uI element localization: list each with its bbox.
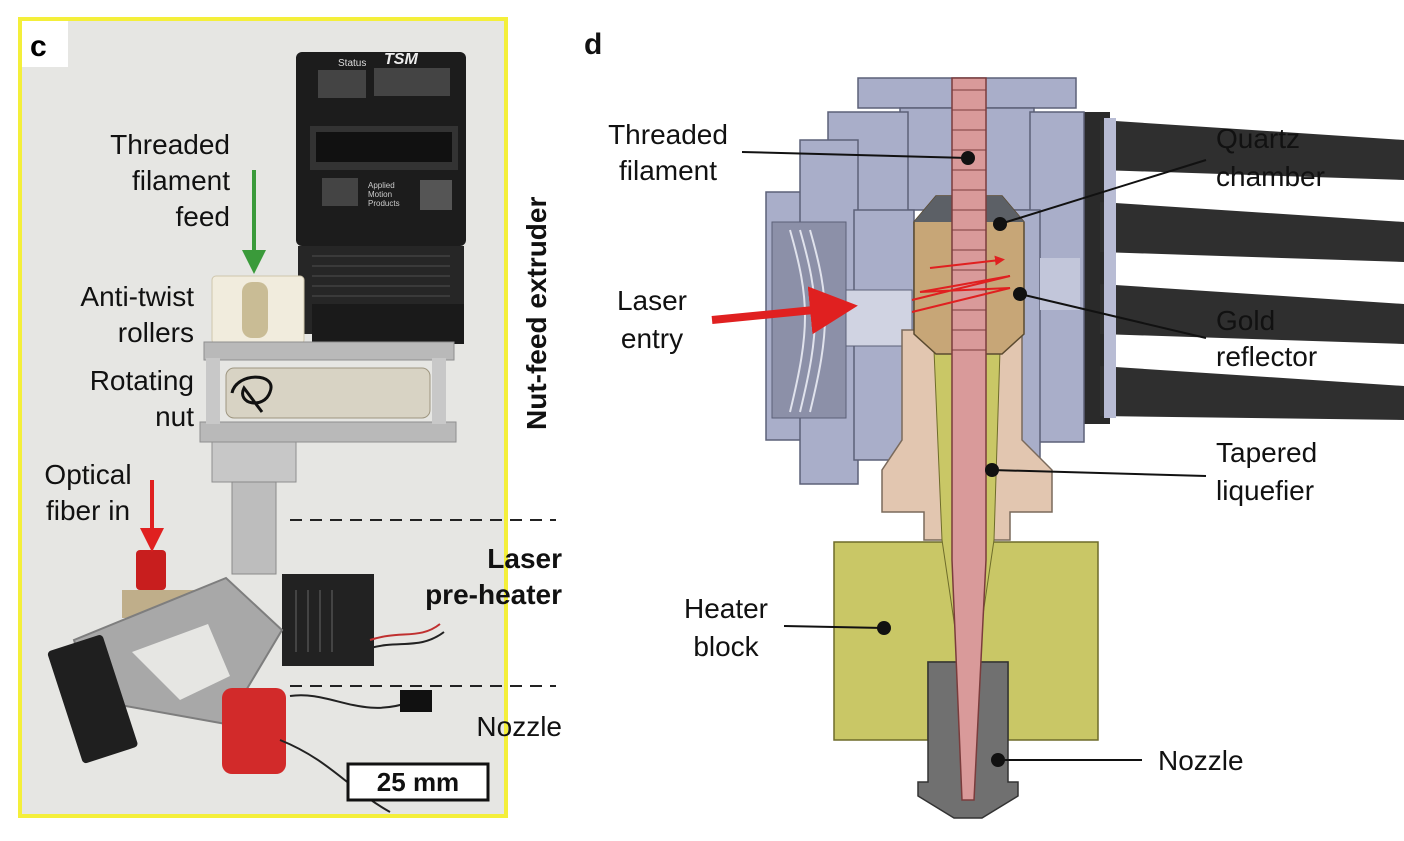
panel-letter-bg	[22, 21, 68, 67]
mirror-mount	[47, 635, 138, 764]
maker-line-1: Applied	[368, 181, 395, 190]
label-fiber-2: fiber in	[46, 495, 130, 526]
wire-black	[369, 631, 445, 649]
label-fiber-1: Optical	[44, 459, 131, 490]
fiber-connector	[136, 550, 166, 590]
maker-line-3: Products	[368, 199, 400, 208]
label-nut-2: nut	[155, 401, 194, 432]
label-feed-3: feed	[176, 201, 231, 232]
fan-fins	[295, 590, 333, 652]
label-heater-2: block	[693, 631, 759, 662]
label-liquefier-2: liquefier	[1216, 475, 1314, 506]
heat-sink	[1080, 112, 1404, 424]
laser-entry-arrow-icon	[711, 286, 858, 335]
heater-sleeve	[222, 688, 286, 774]
plug-connector	[400, 690, 432, 712]
cable-1	[289, 694, 411, 709]
feed-tube	[231, 481, 277, 575]
label-quartz-1: Quartz	[1216, 123, 1300, 154]
label-nozzle-d: Nozzle	[1158, 745, 1244, 776]
label-nut-1: Rotating	[90, 365, 194, 396]
label-filament-1: Threaded	[608, 119, 728, 150]
label-laser-1: Laser	[617, 285, 687, 316]
label-feed-2: filament	[132, 165, 230, 196]
label-gold-1: Gold	[1216, 305, 1275, 336]
panel-letter-c: c	[30, 30, 47, 63]
frame-top-plate	[203, 341, 455, 361]
right-window	[1040, 258, 1080, 310]
label-feed-1: Threaded	[110, 129, 230, 160]
panel-c: c Status TSM Applied Motion Products	[18, 17, 562, 818]
label-filament-2: filament	[619, 155, 717, 186]
label-quartz-2: chamber	[1216, 161, 1325, 192]
panel-letter-d: d	[584, 28, 602, 61]
roller	[242, 282, 268, 338]
motor-driver: Status TSM Applied Motion Products	[296, 51, 466, 246]
motor-flange	[312, 304, 464, 344]
label-laser-2: entry	[621, 323, 683, 354]
panel-d: d	[584, 28, 1404, 819]
label-preheater-1: Laser	[487, 543, 562, 574]
frame-post-left	[206, 358, 220, 424]
scale-bar	[346, 762, 490, 802]
coupler-block	[211, 441, 297, 483]
maker-line-2: Motion	[368, 190, 392, 199]
laser-reflection-path	[911, 275, 1011, 313]
status-label: Status	[338, 58, 366, 69]
tsm-logo-text: TSM	[384, 51, 418, 68]
label-preheater-2: pre-heater	[425, 579, 562, 610]
scale-bar-label: 25 mm	[377, 767, 459, 797]
label-heater-1: Heater	[684, 593, 768, 624]
leader-dots	[877, 151, 1027, 767]
rotating-nut-pulley	[225, 367, 431, 419]
leader-lines	[741, 151, 1207, 761]
laser-ray-arrow-icon	[929, 255, 1005, 269]
label-liquefier-1: Tapered	[1216, 437, 1317, 468]
frame-bottom-plate	[199, 421, 457, 443]
label-extruder: Nut-feed extruder	[521, 197, 552, 430]
motor-fins	[312, 255, 450, 297]
label-nozzle-c: Nozzle	[476, 711, 562, 742]
threaded-filament	[951, 77, 987, 801]
fan-unit	[282, 574, 374, 666]
laser-port	[771, 221, 847, 419]
wire-red	[369, 623, 441, 641]
label-rollers-2: rollers	[118, 317, 194, 348]
bracket-cutout	[132, 624, 230, 700]
cable-2	[279, 739, 391, 813]
frame-post-right	[432, 358, 446, 424]
label-gold-2: reflector	[1216, 341, 1317, 372]
rotation-arrow-icon	[230, 375, 273, 413]
label-rollers-1: Anti-twist	[80, 281, 194, 312]
